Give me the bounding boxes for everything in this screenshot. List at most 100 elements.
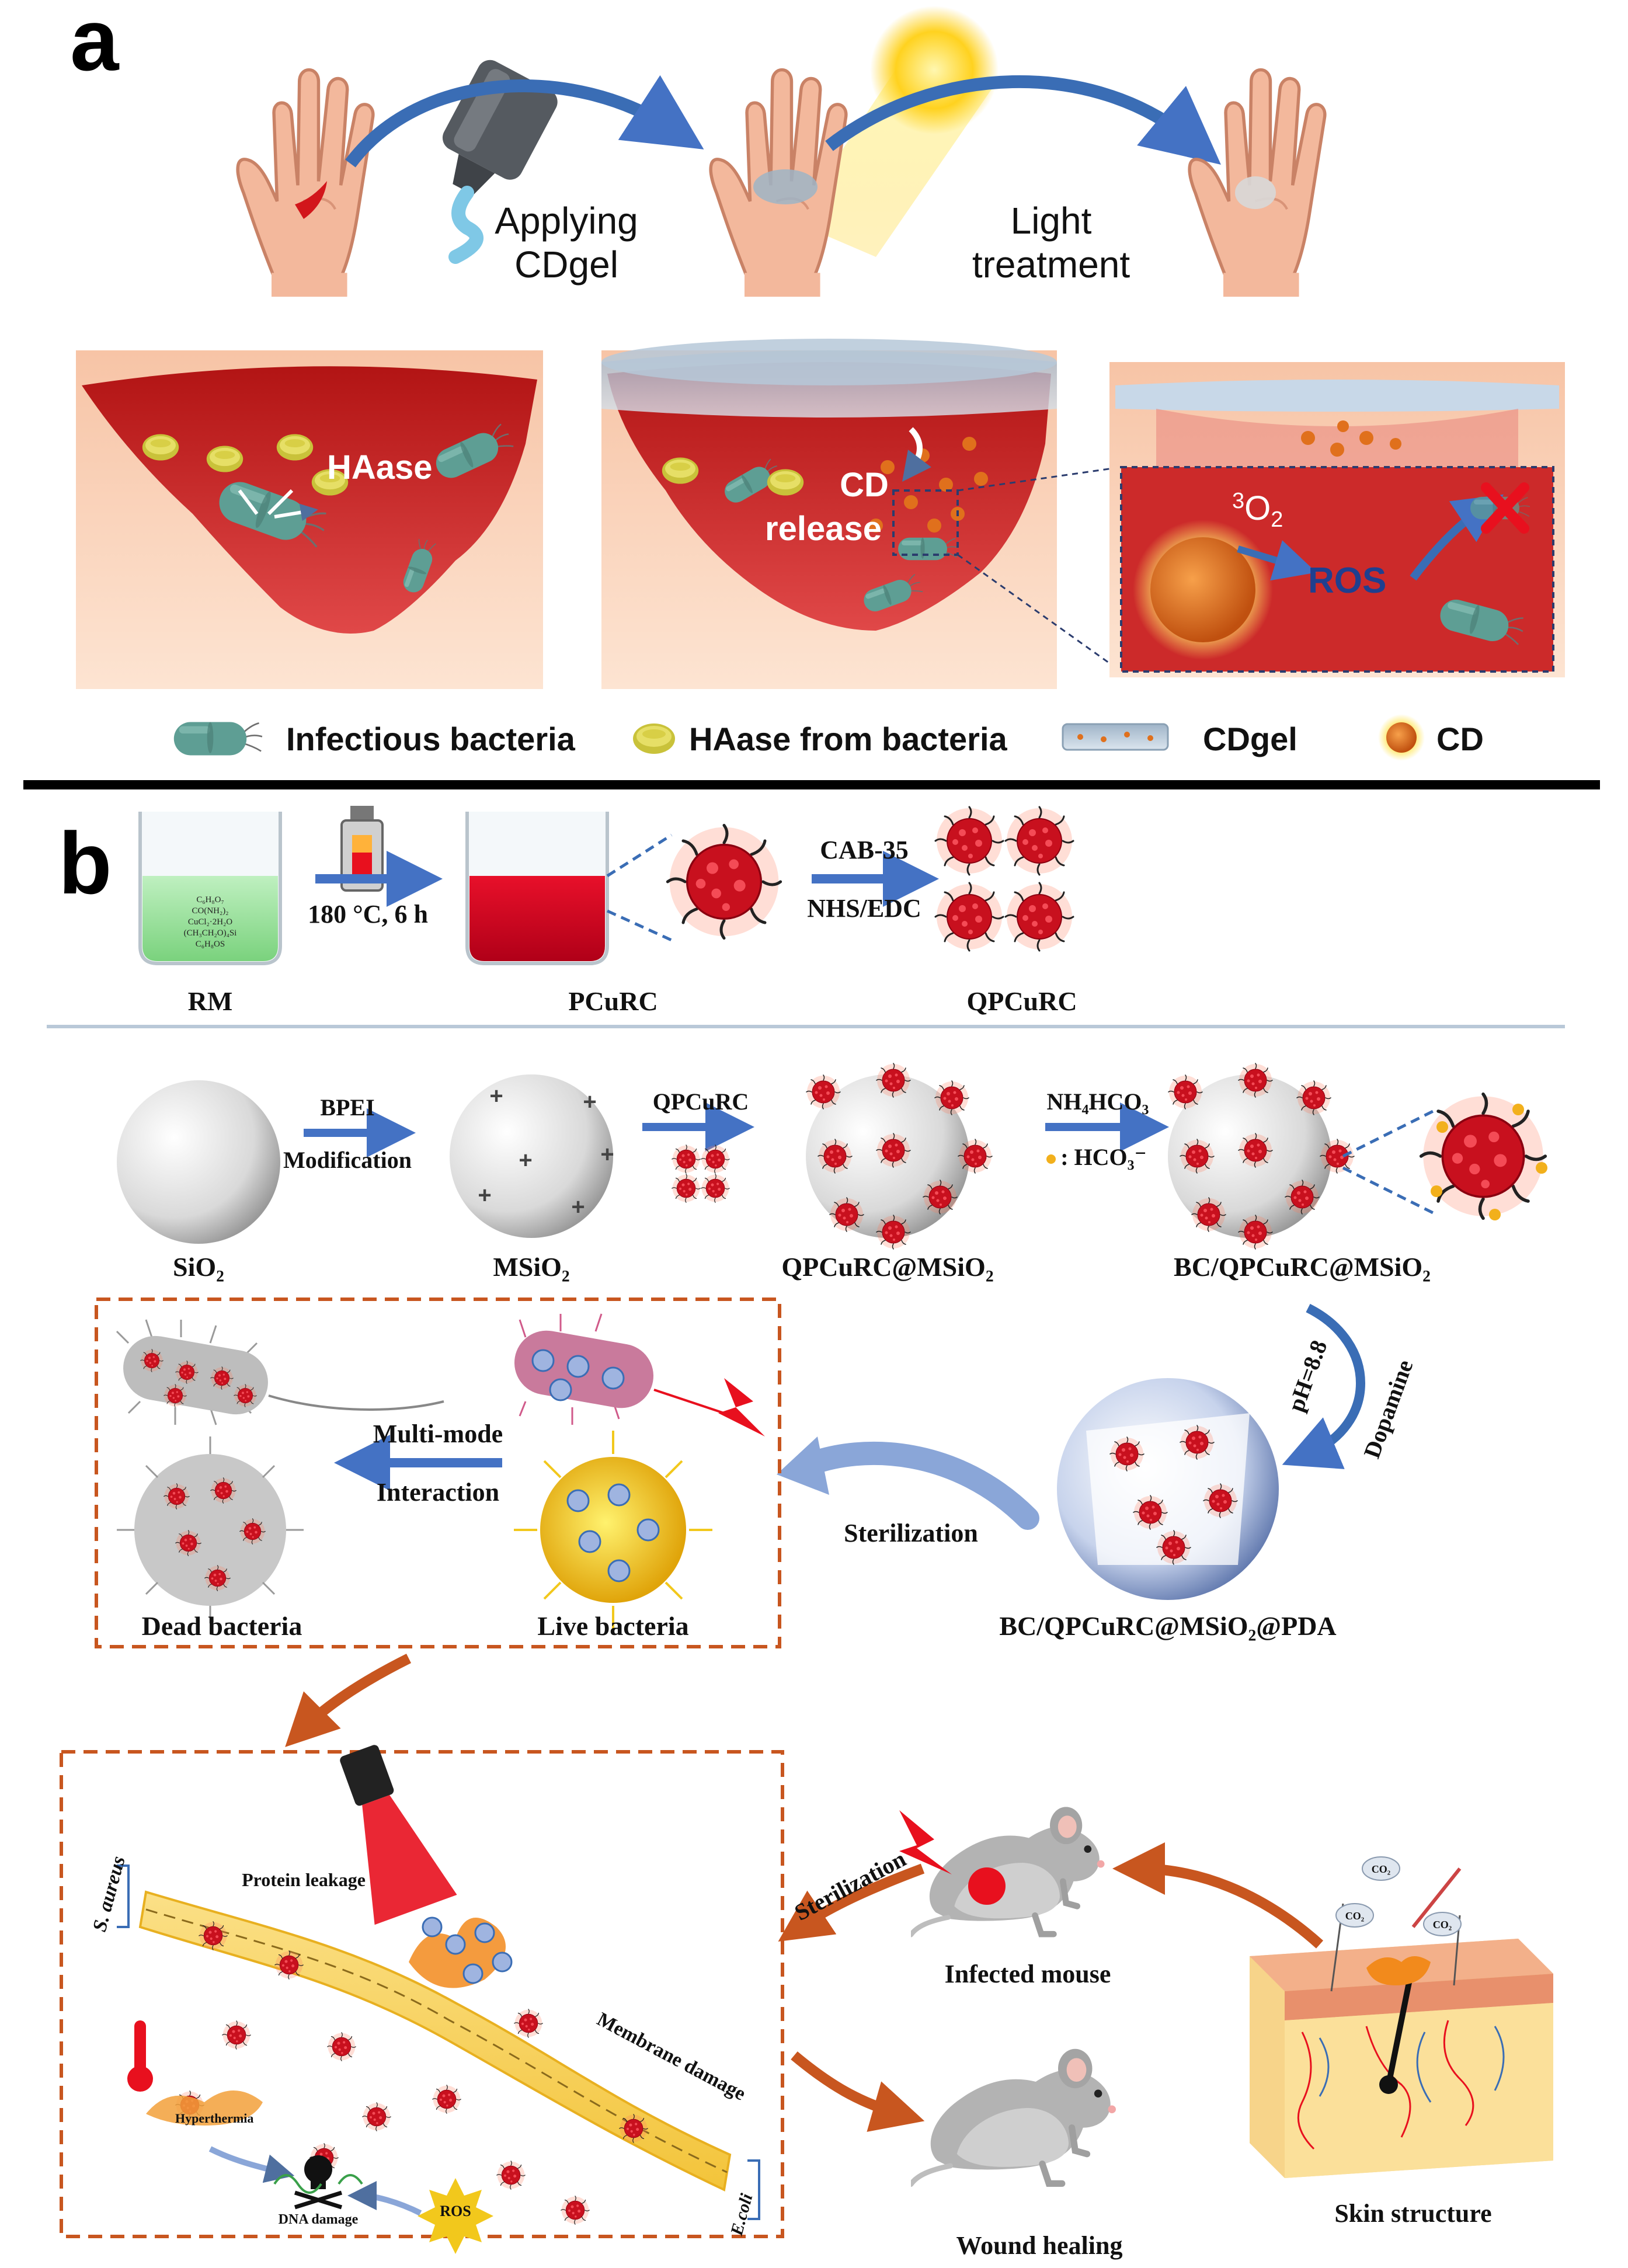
autoclave-icon — [340, 806, 384, 892]
qpcurc-cluster-icon — [934, 806, 1074, 952]
dead-bacteria-label: Dead bacteria — [142, 1611, 302, 1641]
svg-text:C₆H₈OS: C₆H₈OS — [196, 940, 225, 949]
bc-nanoparticle-icon — [1421, 1094, 1547, 1220]
svg-text:(CH₃CH₂O)₄Si: (CH₃CH₂O)₄Si — [184, 928, 237, 938]
arrow-to-mechanism — [285, 1653, 412, 1747]
label-qpcurc: QPCuRC — [966, 986, 1077, 1016]
bc-qpcurc-msio2-icon — [1168, 1063, 1355, 1250]
e-coli-label: E.coli — [727, 2192, 757, 2238]
multi-mode-label-top: Multi-mode — [373, 1420, 503, 1448]
step1-label-line2: CDgel — [514, 244, 618, 286]
hand-healed-icon — [1189, 70, 1325, 297]
dopamine-label: Dopamine — [1358, 1356, 1418, 1462]
ph-label: pH=8.8 — [1282, 1337, 1332, 1415]
healed-mouse-icon — [911, 2049, 1116, 2184]
qpcurc-msio2-icon — [806, 1063, 993, 1250]
arrow-ph-dopamine — [1282, 1303, 1365, 1469]
co2-label-1: CO₂ — [1372, 1863, 1390, 1875]
laser-bolt-icon — [718, 1378, 765, 1436]
beaker-formula: C₆H₈O₇ CO(NH₂)₂ CuCl₂·2H₂O (CH₃CH₂O)₄Si … — [184, 895, 237, 949]
arrow-rm-pcurc-label: 180 °C, 6 h — [308, 900, 428, 928]
scene-o2-label: 3O2 — [1232, 489, 1283, 532]
protein-leakage-label: Protein leakage — [242, 1869, 366, 1890]
label-pcurc: PCuRC — [568, 986, 658, 1016]
panel-divider — [23, 780, 1600, 789]
kill-cross-icon — [1481, 482, 1529, 534]
membrane-damage-label: Membrane damage — [593, 2008, 749, 2104]
dna-damage-label: DNA damage — [279, 2212, 359, 2227]
arrow-sterilization — [794, 1441, 1039, 1530]
dead-bacteria-sphere-icon — [117, 1436, 304, 1623]
wound-scene-cd-release: CD release — [601, 339, 1057, 689]
svg-text:+: + — [583, 1089, 596, 1115]
label-bc-qpcurc-msio2: BC/QPCuRC@MSiO₂ — [1174, 1252, 1431, 1282]
scene-ros-label: ROS — [1308, 561, 1386, 601]
hand-wounded-icon — [238, 70, 373, 297]
row-divider — [47, 1025, 1565, 1028]
arrow-sterilization-2 — [778, 1863, 925, 1942]
legend-cd: CD — [1436, 721, 1484, 757]
beaker-rm-icon — [138, 812, 282, 965]
co2-label-2: CO₂ — [1345, 1910, 1364, 1922]
svg-text:CO(NH₂)₂: CO(NH₂)₂ — [192, 906, 229, 916]
step2-label-line1: Light — [1011, 200, 1092, 242]
cd-particle-icon — [1150, 537, 1255, 642]
infected-mouse-icon — [899, 1807, 1105, 1935]
dead-bacteria-rod-icon — [116, 1319, 444, 1425]
sio2-sphere-icon — [117, 1080, 280, 1244]
svg-text:+: + — [519, 1147, 532, 1173]
scene-haase-label: HAase — [327, 448, 433, 486]
wound-scene-haase: HAase — [76, 350, 543, 689]
panel-b-letter: b — [58, 814, 112, 912]
arrow-bpei-label-bottom: Modification — [283, 1147, 412, 1173]
label-qpcurc-msio2: QPCuRC@MSiO₂ — [781, 1252, 993, 1282]
beaker-pcurc-icon — [465, 812, 609, 965]
arrow-bpei-label-top: BPEI — [320, 1094, 374, 1121]
live-bacteria-sphere-icon — [514, 1431, 712, 1629]
ros-label: ROS — [440, 2203, 471, 2220]
hyperthermia-label: Hyperthermia — [175, 2111, 253, 2126]
scene-cd-label-line1: CD — [840, 466, 889, 504]
svg-text:+: + — [489, 1083, 503, 1109]
arrow-nh4hco3-label-bottom: : HCO₃⁻ — [1060, 1144, 1147, 1170]
panel-a-legend: Infectious bacteria HAase from bacteria … — [173, 714, 1484, 761]
fire-particles-icon — [409, 1916, 513, 1988]
svg-text:+: + — [571, 1194, 585, 1220]
label-pda: BC/QPCuRC@MSiO₂@PDA — [999, 1611, 1336, 1641]
arrow2-label-top: CAB-35 — [820, 836, 909, 864]
arrow2-label-bottom: NHS/EDC — [807, 894, 921, 923]
skin-structure-icon — [1250, 1856, 1553, 2178]
scene-cd-label-line2: release — [765, 510, 882, 548]
infected-mouse-label: Infected mouse — [945, 1960, 1111, 1988]
arrow-skin-to-mouse — [1112, 1842, 1324, 1949]
arrow-nh4hco3-label-top: NH₄HCO₃ — [1046, 1088, 1149, 1115]
svg-text:C₆H₈O₇: C₆H₈O₇ — [196, 895, 224, 905]
panel-a-letter: a — [70, 0, 120, 89]
msio2-sphere-icon: +++ +++ — [450, 1074, 614, 1238]
thermometer-icon — [127, 2020, 153, 2092]
wound-scene-ros: 3O2 ROS — [1109, 362, 1565, 677]
mechanism-box — [60, 1750, 784, 2238]
wound-healing-label: Wound healing — [956, 2231, 1123, 2260]
gel-tube-icon — [442, 60, 558, 195]
pda-sphere-icon — [1057, 1378, 1279, 1600]
sterilization-label: Sterilization — [844, 1519, 978, 1547]
skin-structure-label: Skin structure — [1334, 2199, 1491, 2228]
arrow-qpcurc-load-label: QPCuRC — [653, 1088, 749, 1115]
svg-text:+: + — [478, 1182, 491, 1208]
laser-icon — [340, 1745, 457, 1925]
legend-haase: HAase from bacteria — [689, 721, 1008, 757]
gel-drip-icon — [448, 186, 483, 264]
label-msio2: MSiO₂ — [493, 1252, 569, 1282]
multi-mode-label-bottom: Interaction — [377, 1478, 499, 1507]
nanoparticle-icon — [667, 825, 780, 938]
label-sio2: SiO₂ — [173, 1252, 224, 1282]
arrow-step1 — [345, 75, 704, 168]
s-aureus-label: S. aureus — [89, 1854, 130, 1934]
legend-bacteria: Infectious bacteria — [286, 721, 576, 757]
svg-text:CuCl₂·2H₂O: CuCl₂·2H₂O — [188, 917, 232, 927]
arrow-to-healing — [791, 2051, 925, 2132]
legend-cdgel: CDgel — [1203, 721, 1297, 757]
ros-burst-icon — [418, 2178, 493, 2254]
step2-label-line2: treatment — [972, 244, 1130, 286]
